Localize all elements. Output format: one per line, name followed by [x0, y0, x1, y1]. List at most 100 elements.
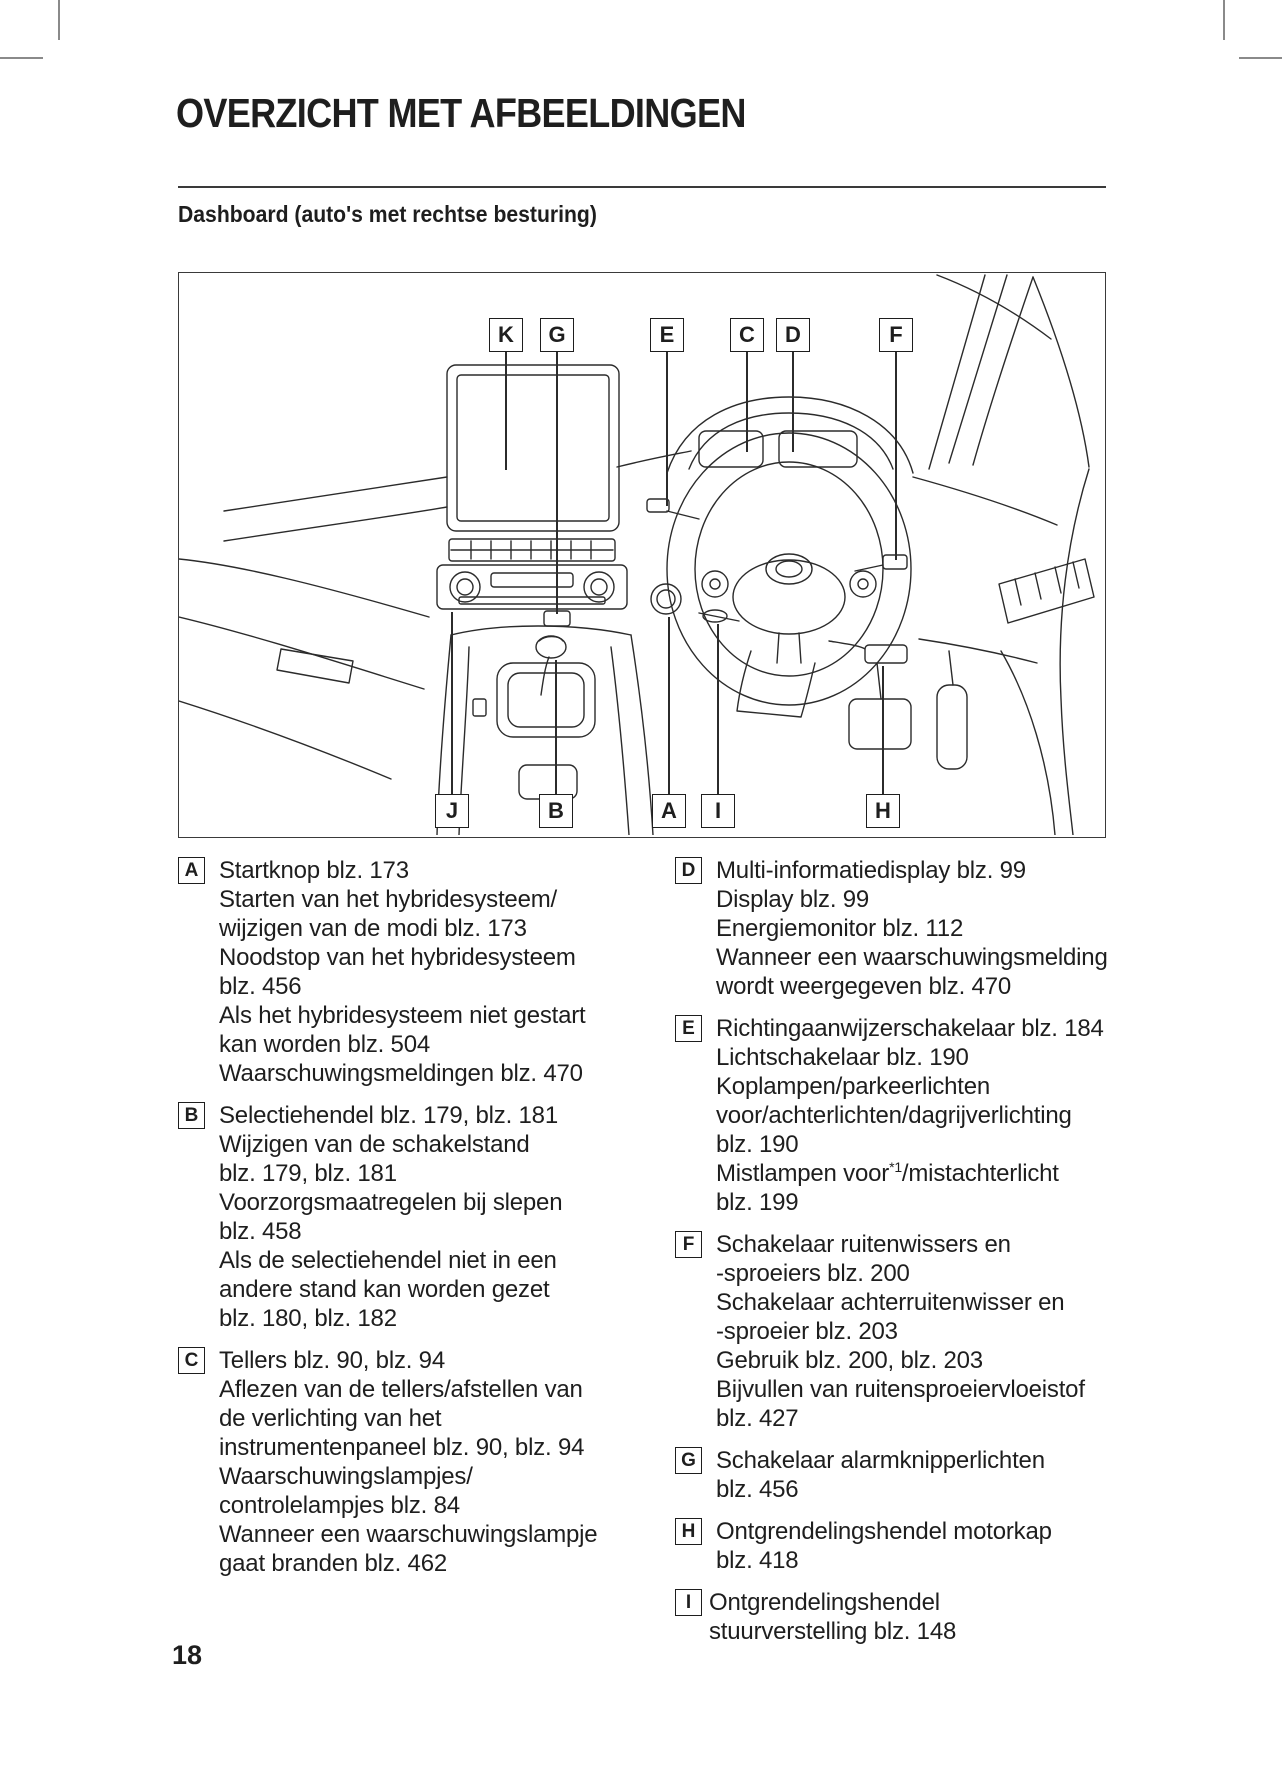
- legend-line: blz. 190: [716, 1131, 799, 1158]
- legend-line: Bijvullen van ruitensproeiervloeistof: [716, 1376, 1085, 1403]
- legend-letter-box: D: [675, 857, 702, 884]
- legend-line: Schakelaar achterruitenwisser en: [716, 1289, 1065, 1316]
- leader-line-K: [505, 352, 507, 470]
- leader-line-G: [556, 352, 558, 614]
- leader-line-F: [895, 352, 897, 560]
- legend-line: Aflezen van de tellers/afstellen van: [219, 1376, 583, 1403]
- legend-line: blz. 179, blz. 181: [219, 1160, 397, 1187]
- legend-line: gaat branden blz. 462: [219, 1550, 447, 1577]
- legend-line: blz. 199: [716, 1189, 799, 1216]
- legend-line: stuurverstelling blz. 148: [709, 1618, 957, 1645]
- legend-line: Noodstop van het hybridesysteem: [219, 944, 576, 971]
- legend-line: Schakelaar alarmknipperlichten: [716, 1447, 1045, 1474]
- legend-line: Richtingaanwijzerschakelaar blz. 184: [716, 1015, 1104, 1042]
- legend-line: blz. 427: [716, 1405, 799, 1432]
- diagram-label-J: J: [435, 794, 469, 828]
- legend-line: Wanneer een waarschuwingslampje: [219, 1521, 598, 1548]
- dashboard-illustration: [179, 274, 1095, 835]
- page-number: 18: [172, 1640, 203, 1670]
- legend-line: Als de selectiehendel niet in een: [219, 1247, 557, 1274]
- leader-line-J: [451, 612, 453, 794]
- legend-letter-box: E: [675, 1015, 702, 1042]
- diagram-label-H: H: [866, 794, 900, 828]
- section-subtitle: Dashboard (auto's met rechtse besturing): [178, 201, 597, 227]
- legend-line: Als het hybridesysteem niet gestart: [219, 1002, 586, 1029]
- crop-mark-top-left-v: [58, 0, 60, 40]
- legend-line: Mistlampen voor*1/mistachterlicht: [716, 1159, 1059, 1187]
- leader-line-C: [746, 352, 748, 452]
- legend-line: Display blz. 99: [716, 886, 870, 913]
- diagram-label-G: G: [540, 318, 574, 352]
- diagram-label-A: A: [652, 794, 686, 828]
- legend-letter-box: C: [178, 1347, 205, 1374]
- legend-item-text: Schakelaar ruitenwissers en-sproeiers bl…: [716, 1230, 1085, 1433]
- diagram-label-D: D: [776, 318, 810, 352]
- legend-line: de verlichting van het: [219, 1405, 442, 1432]
- legend-line: -sproeier blz. 203: [716, 1318, 898, 1345]
- legend-line: instrumentenpaneel blz. 90, blz. 94: [219, 1434, 585, 1461]
- legend-line: Gebruik blz. 200, blz. 203: [716, 1347, 983, 1374]
- title-rule: [178, 186, 1106, 188]
- legend-line: kan worden blz. 504: [219, 1031, 431, 1058]
- legend-line: Waarschuwingsmeldingen blz. 470: [219, 1060, 583, 1087]
- legend-line: Multi-informatiedisplay blz. 99: [716, 857, 1026, 884]
- leader-line-I: [717, 624, 719, 794]
- legend-letter-box: G: [675, 1447, 702, 1474]
- legend-line: Voorzorgsmaatregelen bij slepen: [219, 1189, 563, 1216]
- legend-line: voor/achterlichten/dagrijverlichting: [716, 1102, 1072, 1129]
- diagram-label-E: E: [650, 318, 684, 352]
- legend-line: andere stand kan worden gezet: [219, 1276, 550, 1303]
- diagram-label-I: I: [701, 794, 735, 828]
- legend-line: -sproeiers blz. 200: [716, 1260, 910, 1287]
- legend-line: blz. 458: [219, 1218, 302, 1245]
- legend-line: blz. 418: [716, 1547, 799, 1574]
- legend-letter-box: A: [178, 857, 205, 884]
- legend-line: Tellers blz. 90, blz. 94: [219, 1347, 445, 1374]
- legend-line: wijzigen van de modi blz. 173: [219, 915, 527, 942]
- legend-line: Wijzigen van de schakelstand: [219, 1131, 530, 1158]
- diagram-label-B: B: [539, 794, 573, 828]
- leader-line-A: [668, 617, 670, 794]
- legend-line: Waarschuwingslampjes/: [219, 1463, 473, 1490]
- legend-line: Ontgrendelingshendel motorkap: [716, 1518, 1052, 1545]
- page-title: OVERZICHT MET AFBEELDINGEN: [176, 90, 746, 136]
- diagram-label-F: F: [879, 318, 913, 352]
- leader-line-D: [792, 352, 794, 452]
- diagram-label-K: K: [489, 318, 523, 352]
- legend-line: Koplampen/parkeerlichten: [716, 1073, 991, 1100]
- legend-line: blz. 456: [219, 973, 302, 1000]
- legend-line: blz. 180, blz. 182: [219, 1305, 397, 1332]
- diagram-label-C: C: [730, 318, 764, 352]
- legend-line: Wanneer een waarschuwingsmelding: [716, 944, 1108, 971]
- crop-mark-top-right-v: [1223, 0, 1225, 40]
- legend-letter-box: B: [178, 1102, 205, 1129]
- legend-line: controlelampjes blz. 84: [219, 1492, 460, 1519]
- legend-letter-box: H: [675, 1518, 702, 1545]
- legend-line: Ontgrendelingshendel: [709, 1589, 940, 1616]
- leader-line-B: [555, 660, 557, 794]
- leader-line-E: [666, 352, 668, 506]
- crop-mark-top-left-h: [0, 57, 43, 59]
- legend-line: wordt weergegeven blz. 470: [716, 973, 1011, 1000]
- legend-line: Schakelaar ruitenwissers en: [716, 1231, 1011, 1258]
- legend-line: Startknop blz. 173: [219, 857, 409, 884]
- legend-letter-box: I: [675, 1589, 702, 1616]
- leader-line-H: [882, 666, 884, 794]
- dashboard-diagram-frame: [178, 272, 1106, 838]
